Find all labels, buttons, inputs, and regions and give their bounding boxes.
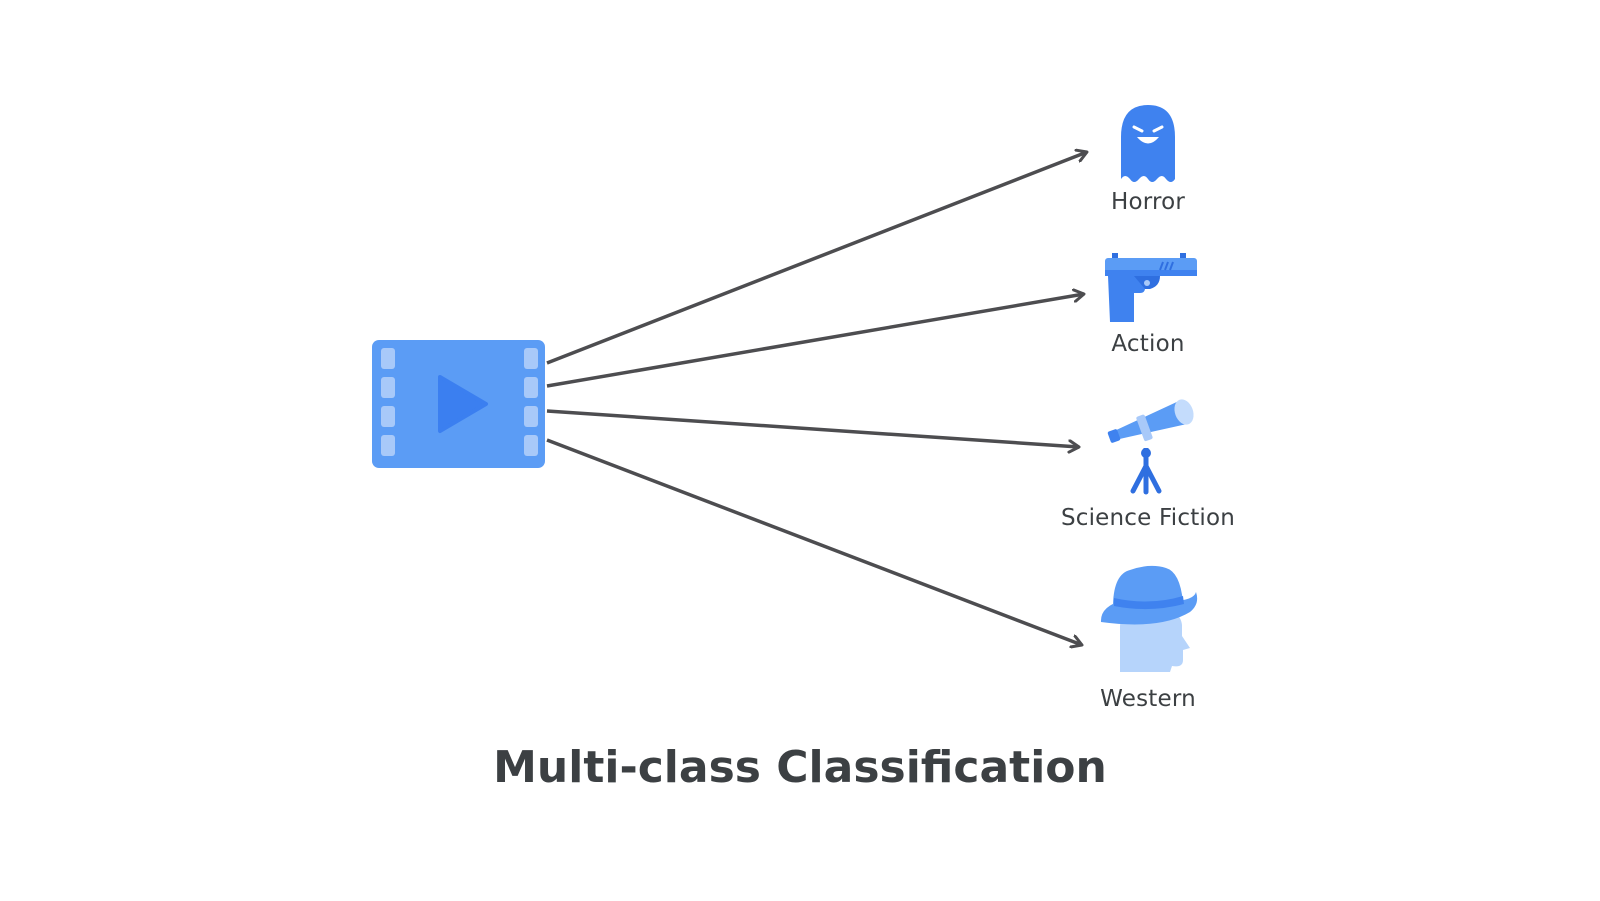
arrows — [546, 152, 1087, 645]
class-label-science-fiction: Science Fiction — [1060, 505, 1236, 531]
ghost-icon — [1121, 105, 1175, 182]
cowboy-hat-head-icon — [1100, 565, 1198, 672]
video-file-icon — [372, 340, 545, 468]
telescope-icon — [1107, 399, 1194, 495]
diagram-title: Multi-class Classification — [493, 742, 1107, 793]
class-label-action: Action — [1111, 331, 1185, 357]
class-label-horror: Horror — [1110, 189, 1186, 215]
arrow-horror — [546, 152, 1087, 365]
arrow-science-fiction — [546, 409, 1079, 447]
pistol-icon — [1105, 253, 1197, 322]
arrow-action — [546, 294, 1084, 388]
class-label-western: Western — [1100, 686, 1196, 712]
arrow-western — [546, 438, 1082, 645]
